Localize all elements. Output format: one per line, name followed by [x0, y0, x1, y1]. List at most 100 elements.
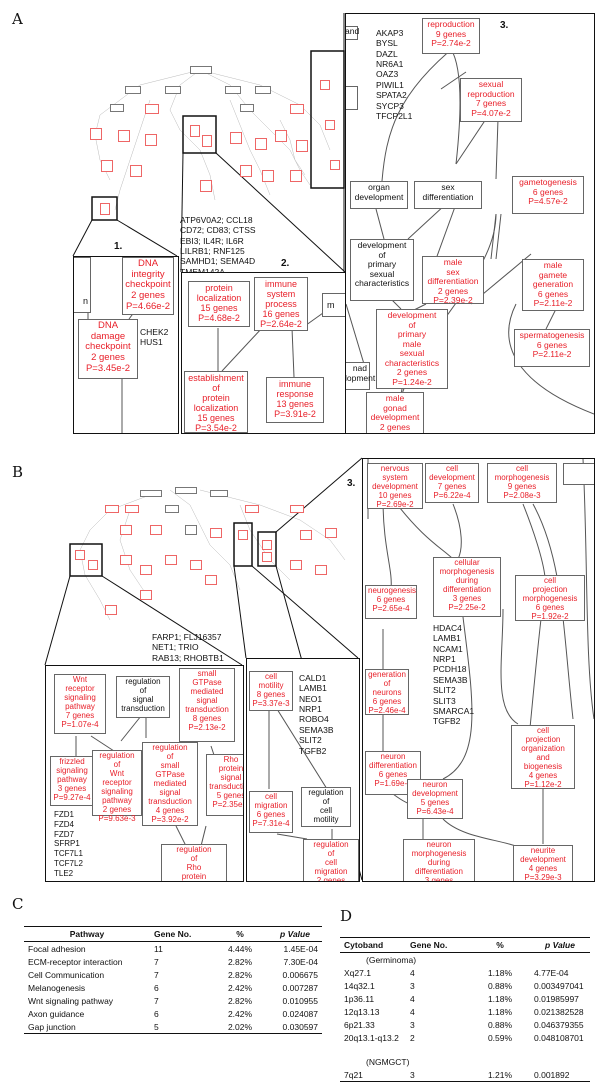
node-line: morphogenesis — [411, 848, 467, 858]
node-line: reproduction — [427, 19, 475, 29]
overview-b-node — [290, 560, 302, 570]
table-cell: 4 — [410, 967, 415, 978]
node-line: system — [266, 289, 296, 300]
node-line: male — [543, 260, 563, 270]
node-line: cell — [515, 464, 528, 473]
node-line: 8 genes — [256, 689, 286, 699]
node-line: regulation — [313, 840, 349, 849]
node-line: P=3.92e-2 — [151, 814, 189, 824]
gene-name: TGFB2 — [433, 716, 461, 727]
node-line: P=9.63e-3 — [98, 813, 136, 823]
overview-a-node — [255, 138, 267, 150]
overview-b-node — [140, 490, 162, 497]
overview-a-node — [202, 135, 212, 147]
table-cell: 2.42% — [227, 1008, 253, 1019]
node-line: P=2.65e-4 — [372, 603, 410, 613]
node-line: 8 genes — [192, 713, 222, 723]
node-line: organ — [368, 182, 390, 192]
table-d-header-percent: % — [470, 937, 530, 953]
node-line: 7 genes — [437, 481, 467, 491]
node-line: neurite — [530, 846, 556, 855]
node-line: response — [276, 389, 314, 400]
node-line: development — [372, 481, 418, 491]
zoom-a2-number: 2. — [281, 258, 290, 269]
overview-b-node — [325, 528, 337, 538]
overview-b-node — [105, 605, 117, 615]
table-cell: 0.010955 — [282, 995, 318, 1006]
node-line: 6 genes — [537, 288, 569, 299]
node-line: regulation — [176, 845, 212, 854]
gene-name: FZD1 — [54, 810, 74, 819]
node-line: development — [412, 788, 458, 798]
node-line: GTPase — [155, 769, 185, 779]
table-cell: 2.02% — [212, 1020, 268, 1034]
table-cell: 0.01985997 — [534, 993, 579, 1004]
panel-letter-b: B — [12, 463, 24, 481]
node-line: 4 genes — [528, 770, 558, 780]
node-line: 3 genes — [57, 783, 87, 793]
overview-b-node — [165, 505, 179, 513]
overview-b-node — [175, 487, 197, 494]
node-line: cell — [264, 792, 277, 801]
overview-b-node — [150, 525, 162, 535]
table-cell: 7 — [154, 956, 159, 967]
node-line: protein — [205, 283, 233, 293]
node-line: cell — [319, 805, 332, 815]
table-cell: 0.046379355 — [534, 1019, 584, 1030]
overview-b-node — [210, 528, 222, 538]
node-line: male — [443, 257, 463, 267]
overview-b-node — [262, 540, 272, 550]
node-line: development — [357, 240, 407, 250]
node-partial-left — [346, 86, 358, 110]
table-cell: 5 — [150, 1020, 212, 1034]
node-line: morphogenesis — [522, 593, 578, 603]
node-line: regulation — [99, 751, 135, 760]
table-cell: 3 — [410, 1019, 415, 1030]
node-partial-right — [563, 463, 594, 485]
node-line: 7 genes — [65, 710, 95, 720]
overview-b-node — [105, 505, 119, 513]
table-cell: 6 — [154, 1008, 159, 1019]
gene-name: NEO1 — [299, 693, 323, 704]
node-line: 6 genes — [535, 602, 565, 612]
table-group-label: (NGMGCT) — [366, 1056, 410, 1067]
gene-name: BYSL — [376, 38, 398, 49]
node-line: signal — [196, 695, 218, 705]
node-line: DNA — [97, 320, 119, 331]
node-line: P=6.43e-4 — [416, 806, 454, 816]
node-line: differentiation — [422, 191, 474, 202]
node-line: sexual — [369, 268, 395, 279]
node-line: gametogenesis — [519, 177, 577, 187]
table-cell: 1p36.11 — [344, 993, 375, 1004]
node-line: P=1.24e-2 — [392, 376, 432, 387]
node-line: of — [408, 319, 416, 330]
node-line: generation — [532, 279, 574, 290]
node-line: characteristics — [354, 278, 410, 289]
node-line: small — [160, 760, 180, 770]
node-line: establishment — [188, 373, 244, 383]
node-line: motility — [313, 814, 339, 824]
table-cell: 1.21% — [470, 1068, 530, 1082]
node-line: protein — [218, 763, 244, 773]
node-rho-protein-signal: Rhoproteinsignaltransduction5 genesP=2.3… — [206, 754, 244, 816]
table-cell: 0.024087 — [282, 1008, 318, 1019]
table-cell: 3 — [410, 980, 415, 991]
gene-name: NR6A1 — [376, 59, 404, 70]
node-line: cellular — [454, 558, 480, 567]
node-line: of — [327, 848, 335, 858]
overview-a-node — [125, 86, 141, 94]
node-line: P=1.07e-4 — [61, 719, 99, 729]
